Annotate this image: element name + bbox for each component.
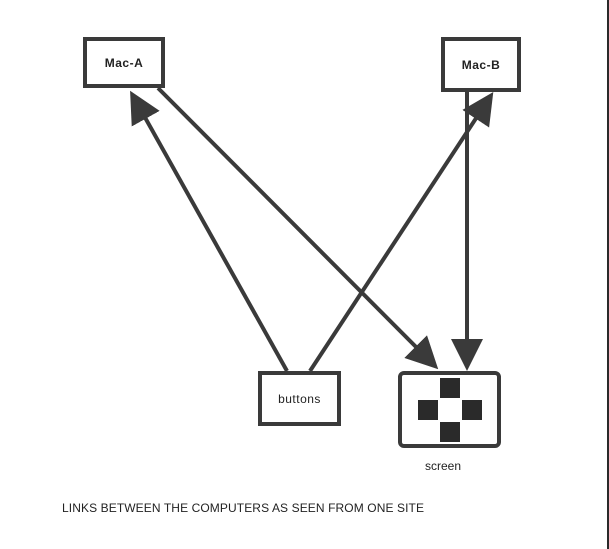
node-mac-a-label: Mac-A [104,55,144,70]
link-buttons-to-mac-a [130,90,289,372]
node-buttons: buttons [258,371,341,426]
node-screen [398,371,501,448]
link-mac-a-to-screen [156,86,439,370]
node-mac-b-label: Mac-B [461,57,501,72]
diagram-caption: LINKS BETWEEN THE COMPUTERS AS SEEN FROM… [62,501,425,515]
link-buttons-to-mac-b [308,91,494,373]
node-mac-a: Mac-A [83,37,165,88]
node-screen-label: screen [424,459,462,473]
checker-cross-icon [417,377,482,442]
node-mac-b: Mac-B [441,37,521,92]
page-edge-rule [607,0,609,549]
node-buttons-label: buttons [278,391,321,406]
